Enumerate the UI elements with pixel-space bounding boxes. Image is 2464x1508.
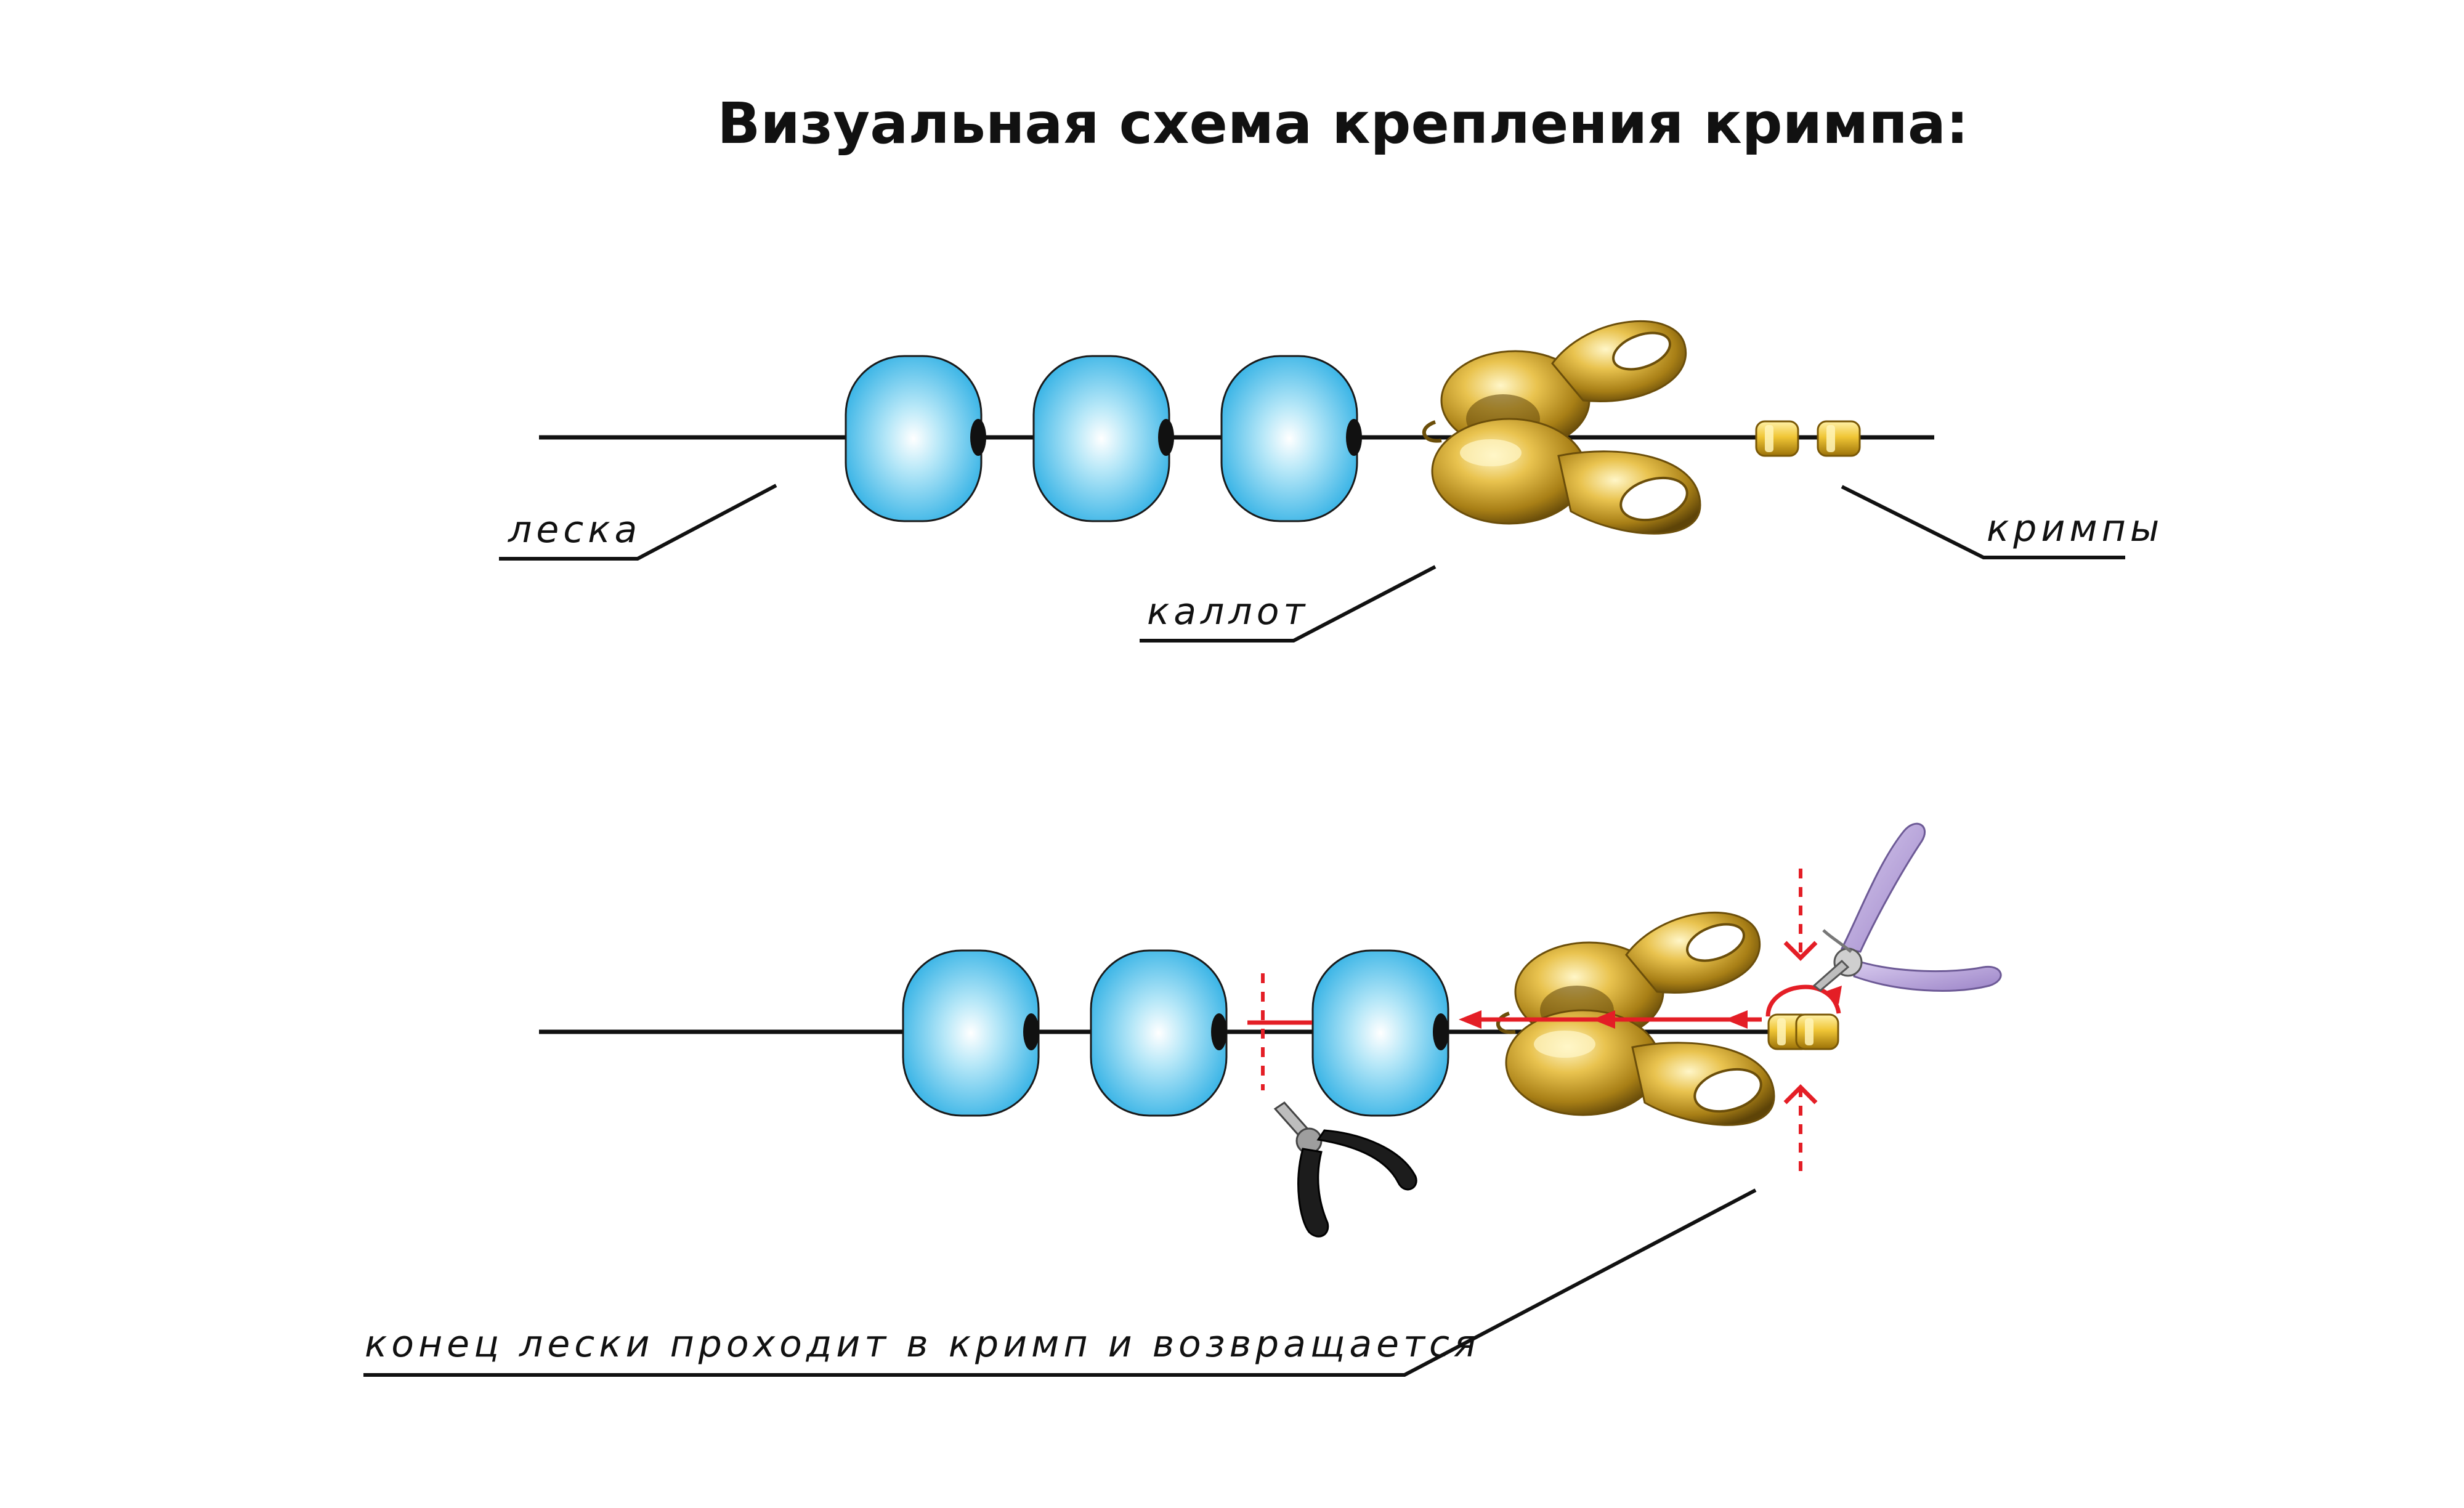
top-diagram: леска каллот кримпы: [499, 321, 2163, 643]
callot-label: каллот: [1147, 590, 1309, 633]
crimps-label: кримпы: [1987, 507, 2163, 550]
page-title: Визуальная схема крепления кримпа:: [717, 91, 1969, 156]
callot-icon: [1424, 321, 1700, 533]
crimp-bead-icon: [1755, 420, 1799, 457]
bead-icon: [902, 949, 1040, 1117]
bead-icon: [845, 355, 986, 522]
side-cutters-icon: [1273, 1101, 1417, 1238]
bead-icon: [1220, 355, 1362, 522]
bottom-diagram: конец лески проходит в кримп и возвращае…: [363, 822, 2002, 1377]
callot-leader: [1140, 565, 1437, 643]
arrow-head-icon: [1592, 1010, 1615, 1029]
line-label: леска: [508, 508, 641, 551]
instruction-label: конец лески проходит в кримп и возвращае…: [365, 1323, 1480, 1366]
instruction-leader: [363, 1188, 1757, 1377]
crimping-pliers-icon: [1812, 822, 2002, 992]
loop-arrow: [1765, 984, 1841, 1017]
line-leader: [499, 484, 777, 561]
arrow-head-icon: [1725, 1010, 1748, 1029]
press-arrow-icon: [1783, 1084, 1818, 1105]
crimp-bead-icon: [1817, 420, 1861, 457]
arrow-head-icon: [1459, 1010, 1481, 1029]
press-arrow-icon: [1783, 941, 1818, 961]
crimps-leader: [1841, 485, 2125, 559]
bead-icon: [1311, 949, 1449, 1117]
crimp-bead-icon: [1795, 1013, 1839, 1050]
bead-icon: [1090, 949, 1228, 1117]
arrow-head-icon: [1825, 986, 1842, 1004]
bead-icon: [1032, 355, 1174, 522]
